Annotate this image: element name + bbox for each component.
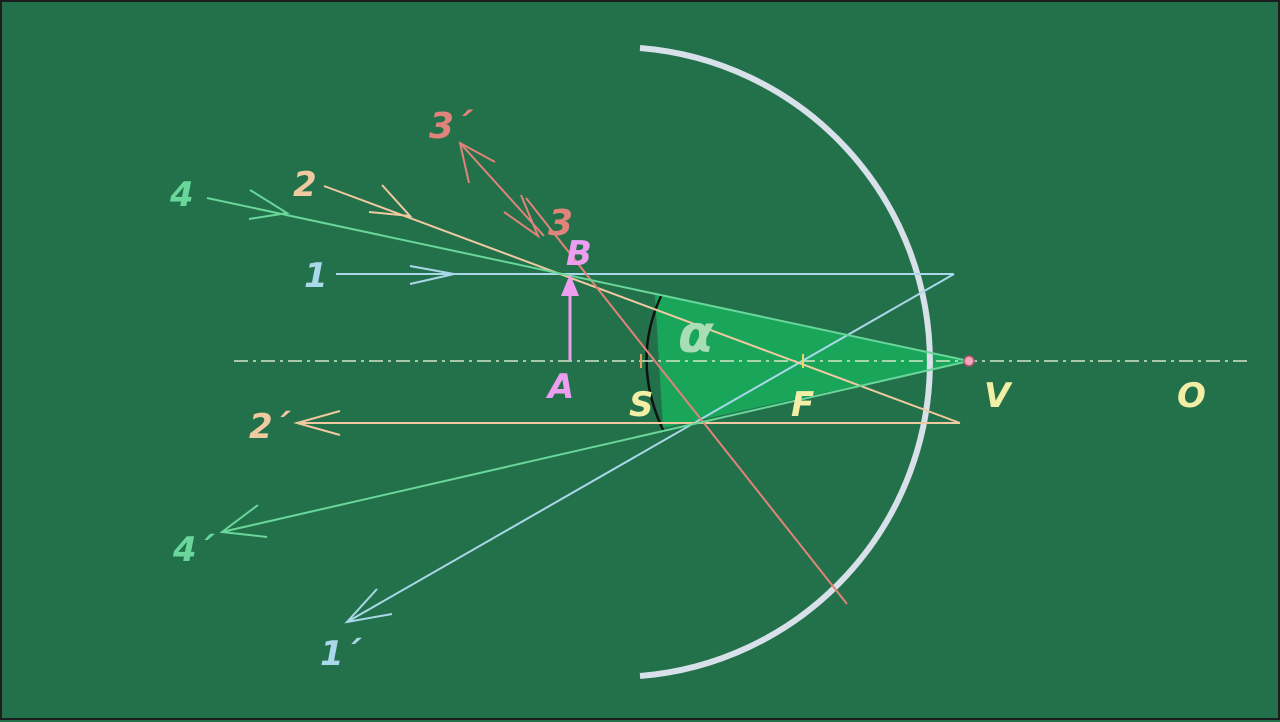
object-tip-label: B	[566, 234, 592, 274]
alpha-label: α	[678, 305, 714, 365]
object-base-label: A	[545, 367, 574, 407]
ray-4	[206, 189, 970, 538]
ray-1	[336, 265, 955, 624]
ray-3-out-label: 3´	[429, 106, 474, 147]
ray-1-in-label: 1	[304, 256, 328, 296]
ray-3-in-label: 3	[548, 203, 573, 244]
origin-label: O	[1177, 376, 1206, 416]
ray-2	[293, 184, 961, 436]
ray-3	[458, 141, 848, 605]
ray-2-out-label: 2´	[249, 407, 292, 447]
ray-1-out-label: 1´	[320, 634, 363, 674]
vertex-label: V	[984, 376, 1013, 416]
center-label: S	[629, 385, 654, 425]
vertex-point	[963, 355, 975, 367]
ray-4-out-label: 4´	[172, 530, 216, 570]
ray-4-in-label: 4	[169, 175, 194, 215]
object-arrow-head	[561, 274, 579, 296]
ray-2-in-label: 2	[293, 165, 317, 205]
focus-label: F	[791, 385, 814, 425]
concave-mirror	[639, 45, 933, 679]
